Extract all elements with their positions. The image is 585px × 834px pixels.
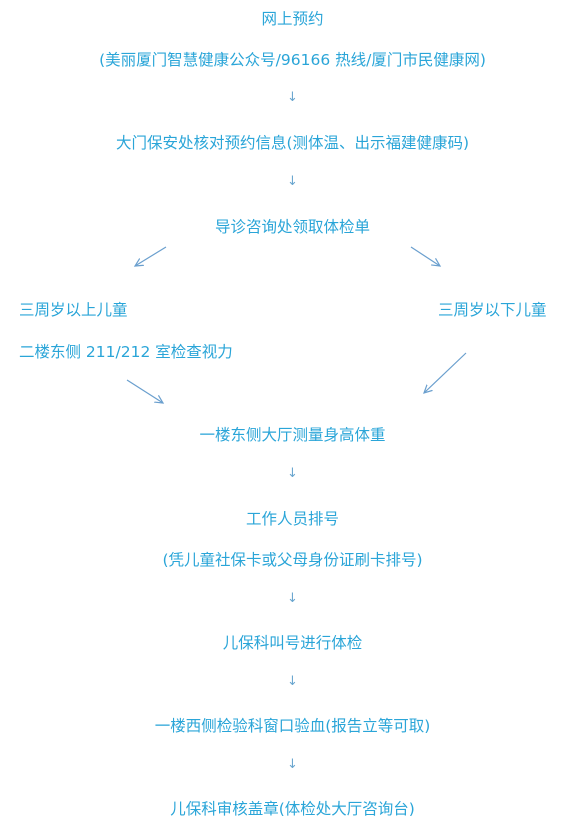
arrow-down-icon: ↓ — [287, 757, 298, 772]
step-gate-verification: 大门保安处核对预约信息(测体温、出示福建健康码) — [115, 134, 470, 152]
arrow-left-merge — [126, 379, 163, 403]
arrow-down-icon: ↓ — [287, 90, 298, 105]
step-blood-test: 一楼西侧检验科窗口验血(报告立等可取) — [154, 717, 431, 735]
arrow-to-left-branch — [135, 246, 167, 266]
arrow-down-icon: ↓ — [287, 174, 298, 189]
branch-under-three: 三周岁以下儿童 — [438, 301, 547, 319]
arrow-to-right-branch — [410, 246, 440, 266]
arrow-down-icon: ↓ — [287, 591, 298, 606]
step-online-booking: 网上预约 — [261, 10, 324, 28]
arrow-right-merge — [424, 352, 467, 393]
arrow-down-icon: ↓ — [287, 466, 298, 481]
queue-card-note: (凭儿童社保卡或父母身份证刷卡排号) — [162, 551, 423, 569]
step-pediatric-exam: 儿保科叫号进行体检 — [222, 634, 363, 652]
step-height-weight: 一楼东侧大厅测量身高体重 — [199, 426, 386, 444]
step-review-stamp: 儿保科审核盖章(体检处大厅咨询台) — [170, 800, 415, 818]
branch-vision-check: 二楼东侧 211/212 室检查视力 — [19, 343, 233, 361]
step-guide-desk: 导诊咨询处领取体检单 — [214, 218, 370, 236]
arrow-down-icon: ↓ — [287, 674, 298, 689]
booking-channels: (美丽厦门智慧健康公众号/96166 热线/厦门市民健康网) — [99, 51, 486, 69]
step-queue-number: 工作人员排号 — [245, 510, 339, 528]
branch-over-three: 三周岁以上儿童 — [19, 301, 128, 319]
